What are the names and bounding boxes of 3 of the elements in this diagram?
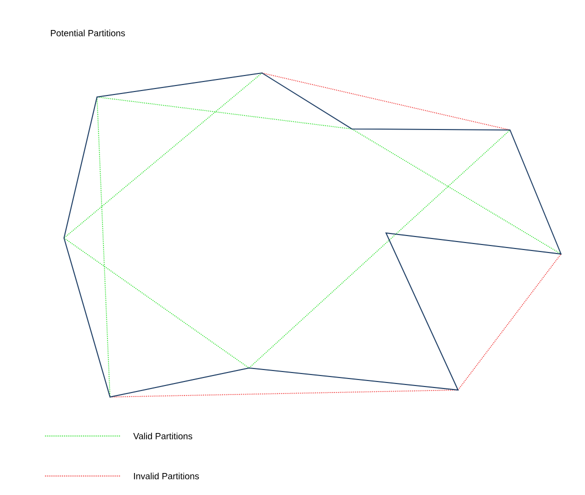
legend-label: Valid Partitions — [133, 432, 192, 440]
legend-label: Invalid Partitions — [134, 472, 199, 480]
title: Potential Partitions — [50, 30, 125, 36]
